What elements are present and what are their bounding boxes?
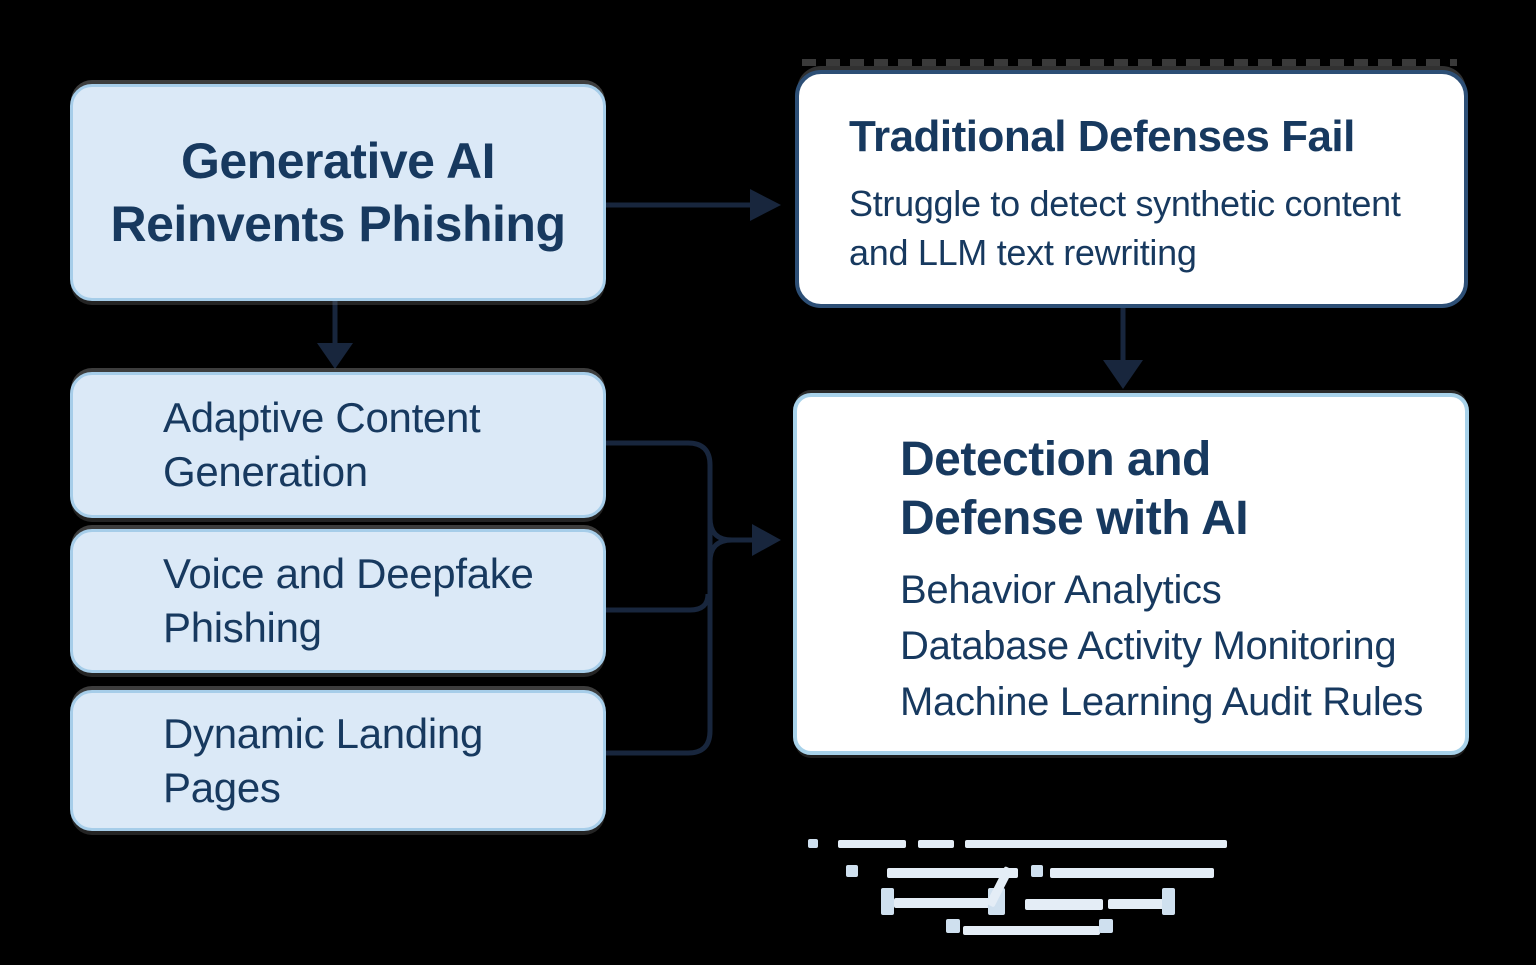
- detection-title-line2: Defense with AI: [900, 491, 1249, 545]
- detection-title: Detection and Defense with AI: [900, 431, 1435, 548]
- redacted-bar: [918, 840, 954, 848]
- redacted-bar: [808, 839, 818, 848]
- traditional-body-line1: Struggle to detect synthetic content: [849, 183, 1401, 224]
- redacted-bar: [1162, 888, 1175, 915]
- redacted-bar: [1025, 899, 1103, 910]
- redacted-bar: [887, 868, 1018, 878]
- generative-title-line2: Reinvents Phishing: [110, 195, 566, 252]
- redacted-bar: [881, 888, 894, 915]
- redacted-bar: [838, 840, 906, 848]
- detection-item-list: Behavior Analytics Database Activity Mon…: [900, 562, 1435, 730]
- adaptive-content-label: Adaptive Content Generation: [163, 394, 481, 495]
- redacted-bar: [846, 865, 858, 877]
- node-voice-deepfake: Voice and Deepfake Phishing: [70, 529, 606, 673]
- detection-item-behavior-analytics: Behavior Analytics: [900, 568, 1222, 613]
- blur-artifact-strip: [802, 59, 1457, 66]
- node-dynamic-landing: Dynamic Landing Pages: [70, 690, 606, 831]
- node-adaptive-content: Adaptive Content Generation: [70, 372, 606, 518]
- generative-title-line1: Generative AI: [180, 132, 496, 189]
- traditional-title: Traditional Defenses Fail: [849, 112, 1355, 161]
- node-traditional-defenses: Traditional Defenses Fail Struggle to de…: [795, 70, 1468, 308]
- node-generative-ai-title: Generative AI Reinvents Phishing: [111, 130, 566, 256]
- arrow-traditional-to-detection: [1103, 308, 1143, 389]
- traditional-body: Struggle to detect synthetic content and…: [849, 180, 1424, 277]
- node-generative-ai: Generative AI Reinvents Phishing: [70, 84, 606, 301]
- redacted-bar: [894, 898, 994, 908]
- redacted-bar: [965, 840, 1227, 848]
- redacted-bar: [946, 919, 960, 933]
- arrow-generative-to-traditional: [606, 189, 781, 221]
- detection-item-database-monitoring: Database Activity Monitoring: [900, 624, 1397, 669]
- arrow-generative-to-adaptive: [317, 301, 353, 369]
- redacted-bar: [1108, 899, 1165, 909]
- dynamic-landing-label: Dynamic Landing Pages: [163, 709, 484, 811]
- detection-item-ml-audit-rules: Machine Learning Audit Rules: [900, 680, 1424, 725]
- node-detection-defense: Detection and Defense with AI Behavior A…: [793, 393, 1469, 755]
- voice-deepfake-label: Voice and Deepfake Phishing: [163, 550, 534, 651]
- redacted-bar: [1050, 868, 1214, 878]
- redacted-bar: [1031, 865, 1043, 877]
- redacted-bar: [1099, 919, 1113, 933]
- traditional-body-line2: and LLM text rewriting: [849, 231, 1197, 273]
- connector-merge-to-detection: [606, 440, 781, 756]
- detection-title-line1: Detection and: [900, 433, 1211, 486]
- redacted-bar: [963, 926, 1100, 935]
